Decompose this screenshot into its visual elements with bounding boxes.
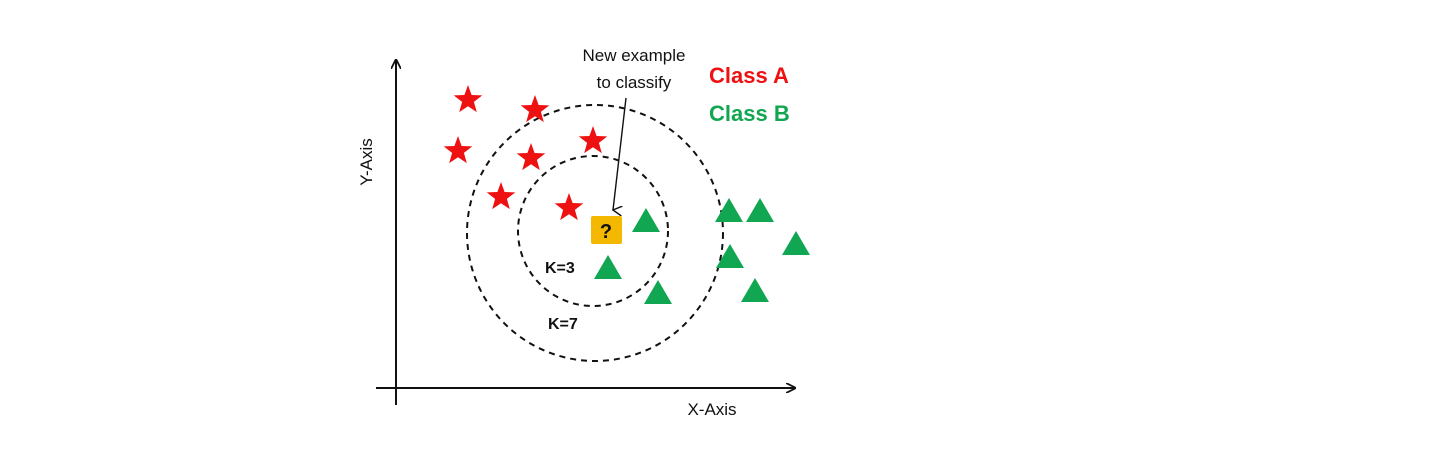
y-axis-label: Y-Axis: [357, 138, 376, 186]
class-b-points: [594, 198, 810, 304]
annotation-line-2: to classify: [597, 73, 672, 92]
triangle-icon: [715, 198, 743, 222]
triangle-icon: [782, 231, 810, 255]
star-icon: [578, 126, 608, 154]
star-icon: [486, 182, 516, 210]
star-icon: [453, 85, 483, 113]
k7-neighborhood-circle: [466, 104, 724, 362]
annotation-line-1: New example: [583, 46, 686, 65]
star-icon: [520, 95, 550, 123]
k3-label: K=3: [545, 260, 575, 277]
question-icon: [591, 216, 622, 244]
triangle-icon: [746, 198, 774, 222]
query-point: ?: [591, 216, 622, 244]
triangle-icon: [594, 255, 622, 279]
triangle-icon: [632, 208, 660, 232]
star-icon: [443, 136, 473, 164]
annotation-pointer: [613, 97, 627, 210]
triangle-icon: [716, 244, 744, 268]
k7-label: K=7: [548, 316, 578, 333]
legend-class-b: Class B: [709, 101, 790, 126]
class-a-points: [443, 85, 608, 221]
query-symbol: ?: [600, 221, 612, 243]
x-axis-label: X-Axis: [687, 400, 736, 419]
triangle-icon: [644, 280, 672, 304]
star-icon: [516, 143, 546, 171]
k3-neighborhood-circle: [517, 155, 669, 307]
triangle-icon: [741, 278, 769, 302]
star-icon: [554, 193, 584, 221]
legend-class-a: Class A: [709, 63, 789, 88]
